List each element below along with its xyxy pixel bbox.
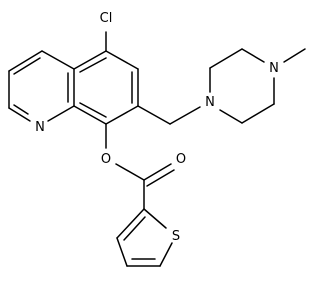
methylene-linker [137, 105, 201, 125]
n-methyl-bond [283, 48, 306, 63]
piperazine-n1-label: N [205, 95, 215, 110]
piperazine-n4-label: N [269, 61, 279, 76]
chlorine-label: Cl [100, 11, 113, 26]
carbonyl-oxygen-label: O [176, 152, 186, 167]
ester-oxygen-label: O [101, 152, 111, 167]
thiophene-ring [116, 208, 173, 267]
quinoline-nitrogen-label: N [35, 120, 45, 135]
pyridine-ring [8, 50, 75, 122]
piperazine-ring [209, 48, 275, 124]
carbonyl-double-bond [143, 163, 175, 187]
o-carbonyl-bond [115, 163, 145, 181]
thiophene-sulfur-label: S [172, 229, 180, 244]
benzo-ring [73, 50, 139, 125]
